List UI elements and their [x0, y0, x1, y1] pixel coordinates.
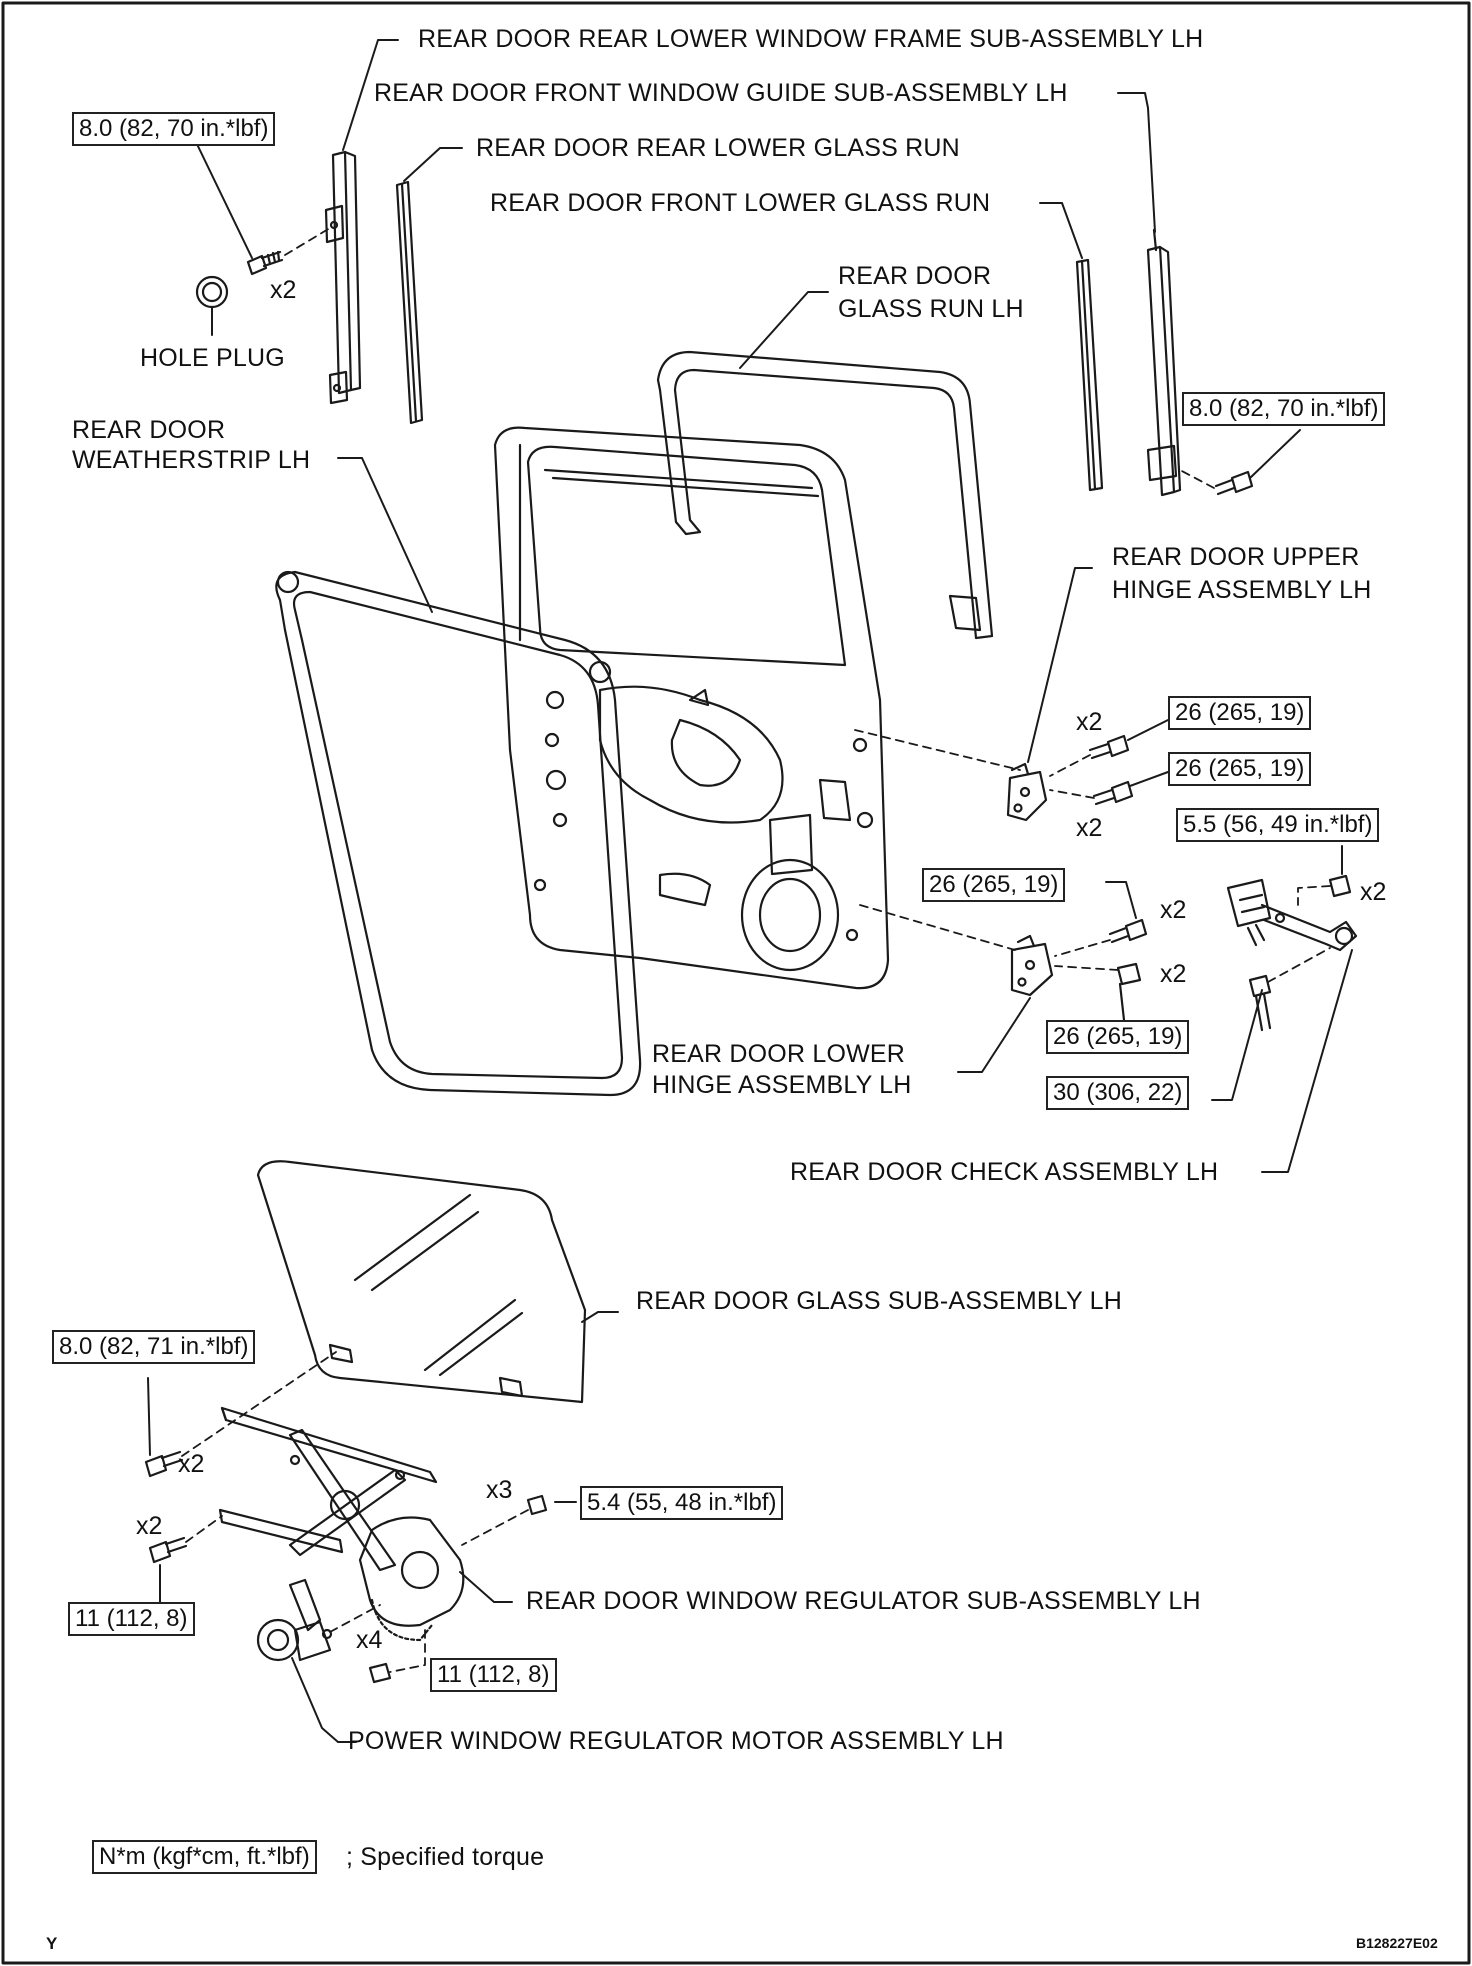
lower-hinge-part — [1010, 934, 1054, 997]
upper-hinge-dash — [854, 729, 1021, 771]
label-weatherstrip-line1: REAR DOOR — [72, 416, 226, 444]
label-front-window-guide: REAR DOOR FRONT WINDOW GUIDE SUB-ASSEMBL… — [374, 79, 1068, 107]
qty-motor-x4: x4 — [356, 1626, 383, 1654]
window-regulator-part — [218, 1406, 465, 1642]
legend-unit-box: N*m (kgf*cm, ft.*lbf) — [92, 1840, 317, 1874]
check-bolt-part — [1248, 974, 1272, 1032]
leader-upper-torque-1 — [1127, 719, 1169, 741]
leader-frame-torque — [194, 139, 253, 259]
hole-plug-part — [195, 275, 229, 309]
label-hole-plug: HOLE PLUG — [140, 344, 285, 372]
regulator-bolt-x2-part — [148, 1536, 188, 1564]
qty-regulator-x2: x2 — [136, 1512, 163, 1540]
regulator-bolt-x3-part — [526, 1494, 548, 1516]
leader-upper-hinge — [1027, 567, 1093, 763]
corner-mark: Y — [46, 1934, 58, 1953]
torque-check-nut: 5.5 (56, 49 in.*lbf) — [1176, 808, 1380, 842]
glass-run-part — [656, 350, 994, 640]
label-window-regulator: REAR DOOR WINDOW REGULATOR SUB-ASSEMBLY … — [526, 1587, 1201, 1615]
label-upper-hinge-line2: HINGE ASSEMBLY LH — [1112, 576, 1372, 604]
leader-rear-glass-run — [403, 147, 463, 182]
torque-upper-hinge-2: 26 (265, 19) — [1168, 752, 1312, 786]
guide-bolt-dash — [1179, 469, 1215, 489]
torque-lower-hinge-2: 26 (265, 19) — [1046, 1020, 1190, 1054]
qty-check-nut: x2 — [1360, 878, 1387, 906]
qty-upper-hinge-1: x2 — [1076, 708, 1103, 736]
leader-front-guide — [1117, 92, 1156, 233]
leader-lower-hinge — [957, 997, 1031, 1073]
glass-bolt-part — [144, 1450, 184, 1478]
figure-code: B128227E02 — [1356, 1935, 1438, 1951]
qty-glass-bolt: x2 — [178, 1450, 205, 1478]
front-lower-glass-run-part — [1075, 258, 1104, 492]
qty-lower-hinge-1: x2 — [1160, 896, 1187, 924]
label-rear-lower-glass-run: REAR DOOR REAR LOWER GLASS RUN — [476, 134, 960, 162]
leader-glass-run — [739, 291, 829, 369]
lower-hinge-bolt-2 — [1116, 962, 1142, 1022]
label-door-check: REAR DOOR CHECK ASSEMBLY LH — [790, 1158, 1219, 1186]
leader-frame — [342, 39, 399, 151]
label-lower-hinge-line2: HINGE ASSEMBLY LH — [652, 1071, 912, 1099]
upper-hinge-bolt-1 — [1088, 734, 1130, 760]
torque-frame-bolt: 8.0 (82, 70 in.*lbf) — [72, 112, 276, 146]
torque-regulator-x3: 5.4 (55, 48 in.*lbf) — [580, 1486, 784, 1520]
label-weatherstrip-line2: WEATHERSTRIP LH — [72, 446, 311, 474]
torque-upper-hinge-1: 26 (265, 19) — [1168, 696, 1312, 730]
label-glass-run-line2: GLASS RUN LH — [838, 295, 1024, 323]
leader-motor — [291, 1657, 357, 1743]
rear-lower-glass-run-part — [395, 180, 424, 425]
torque-regulator-x2: 11 (112, 8) — [68, 1602, 195, 1636]
leader-glass — [581, 1311, 619, 1323]
frame-bolt-dash — [284, 227, 331, 256]
torque-lower-hinge-1: 26 (265, 19) — [922, 868, 1066, 902]
leader-check-bolt-torque — [1211, 989, 1263, 1101]
front-window-guide-part — [1146, 228, 1182, 497]
regulator-motor-part — [256, 1578, 333, 1662]
door-check-part — [1226, 878, 1358, 952]
qty-lower-hinge-2: x2 — [1160, 960, 1187, 988]
label-rear-lower-window-frame: REAR DOOR REAR LOWER WINDOW FRAME SUB-AS… — [418, 25, 1204, 53]
lower-hinge-dash — [859, 904, 1016, 951]
label-glass-sub-assembly: REAR DOOR GLASS SUB-ASSEMBLY LH — [636, 1287, 1122, 1315]
leader-lower-torque-1 — [1105, 881, 1137, 919]
label-lower-hinge-line1: REAR DOOR LOWER — [652, 1040, 906, 1068]
qty-upper-hinge-2: x2 — [1076, 814, 1103, 842]
upper-hinge-part — [1006, 762, 1048, 822]
lower-hinge-bolt-1 — [1108, 918, 1148, 944]
leader-guide-torque — [1249, 429, 1301, 479]
motor-bolt-x4-part — [368, 1662, 392, 1684]
label-upper-hinge-line1: REAR DOOR UPPER — [1112, 543, 1360, 571]
leader-regulator — [459, 1571, 513, 1603]
legend-unit-text: ; Specified torque — [346, 1843, 545, 1871]
qty-regulator-x3: x3 — [486, 1476, 513, 1504]
check-nut-part — [1328, 874, 1352, 898]
torque-check-bolt: 30 (306, 22) — [1046, 1076, 1190, 1110]
leader-glass-torque — [147, 1377, 151, 1456]
door-panel-part — [493, 426, 890, 990]
torque-guide-bolt: 8.0 (82, 70 in.*lbf) — [1182, 392, 1386, 426]
label-front-lower-glass-run: REAR DOOR FRONT LOWER GLASS RUN — [490, 189, 991, 217]
leader-upper-torque-2 — [1129, 771, 1169, 787]
weatherstrip-part — [275, 570, 642, 1097]
upper-hinge-bolt-2 — [1092, 780, 1134, 806]
leader-door-check — [1261, 949, 1353, 1173]
torque-motor-x4: 11 (112, 8) — [430, 1658, 557, 1692]
leader-weatherstrip — [337, 457, 433, 613]
torque-glass-bolt: 8.0 (82, 71 in.*lbf) — [52, 1330, 256, 1364]
label-glass-run-line1: REAR DOOR — [838, 262, 992, 290]
guide-bolt-part — [1214, 470, 1254, 496]
qty-frame-bolt: x2 — [270, 276, 297, 304]
frame-bolt-part — [246, 250, 284, 276]
rear-lower-window-frame-part — [324, 150, 362, 405]
leader-front-glass-run — [1039, 202, 1083, 259]
label-regulator-motor: POWER WINDOW REGULATOR MOTOR ASSEMBLY LH — [348, 1727, 1004, 1755]
door-glass-part — [256, 1160, 587, 1404]
